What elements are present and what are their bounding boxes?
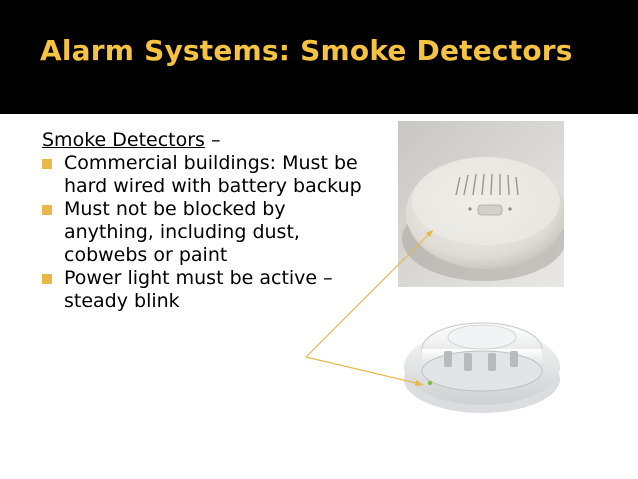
- square-bullet-icon: [42, 159, 52, 169]
- square-bullet-icon: [42, 274, 52, 284]
- bullet-item: Commercial buildings: Must be hard wired…: [42, 152, 362, 198]
- slide-body: Smoke Detectors – Commercial buildings: …: [42, 129, 362, 313]
- section-heading: Smoke Detectors: [42, 129, 205, 151]
- white-smoke-detector-photo: [398, 293, 564, 423]
- white-detector-illustration: [398, 293, 564, 423]
- heading-line: Smoke Detectors –: [42, 129, 362, 152]
- title-bar: Alarm Systems: Smoke Detectors: [0, 0, 638, 114]
- bullet-text: Commercial buildings: Must be hard wired…: [64, 152, 362, 197]
- ceiling-smoke-detector-photo: [398, 121, 564, 287]
- bullet-text: Power light must be active – steady blin…: [64, 267, 333, 312]
- bullet-text: Must not be blocked by anything, includi…: [64, 198, 300, 266]
- bullet-item: Must not be blocked by anything, includi…: [42, 198, 362, 267]
- bullet-list: Commercial buildings: Must be hard wired…: [42, 152, 362, 313]
- bullet-item: Power light must be active – steady blin…: [42, 267, 362, 313]
- heading-dash: –: [204, 129, 221, 151]
- ceiling-detector-illustration: [398, 121, 564, 287]
- square-bullet-icon: [42, 205, 52, 215]
- slide-title: Alarm Systems: Smoke Detectors: [40, 34, 573, 67]
